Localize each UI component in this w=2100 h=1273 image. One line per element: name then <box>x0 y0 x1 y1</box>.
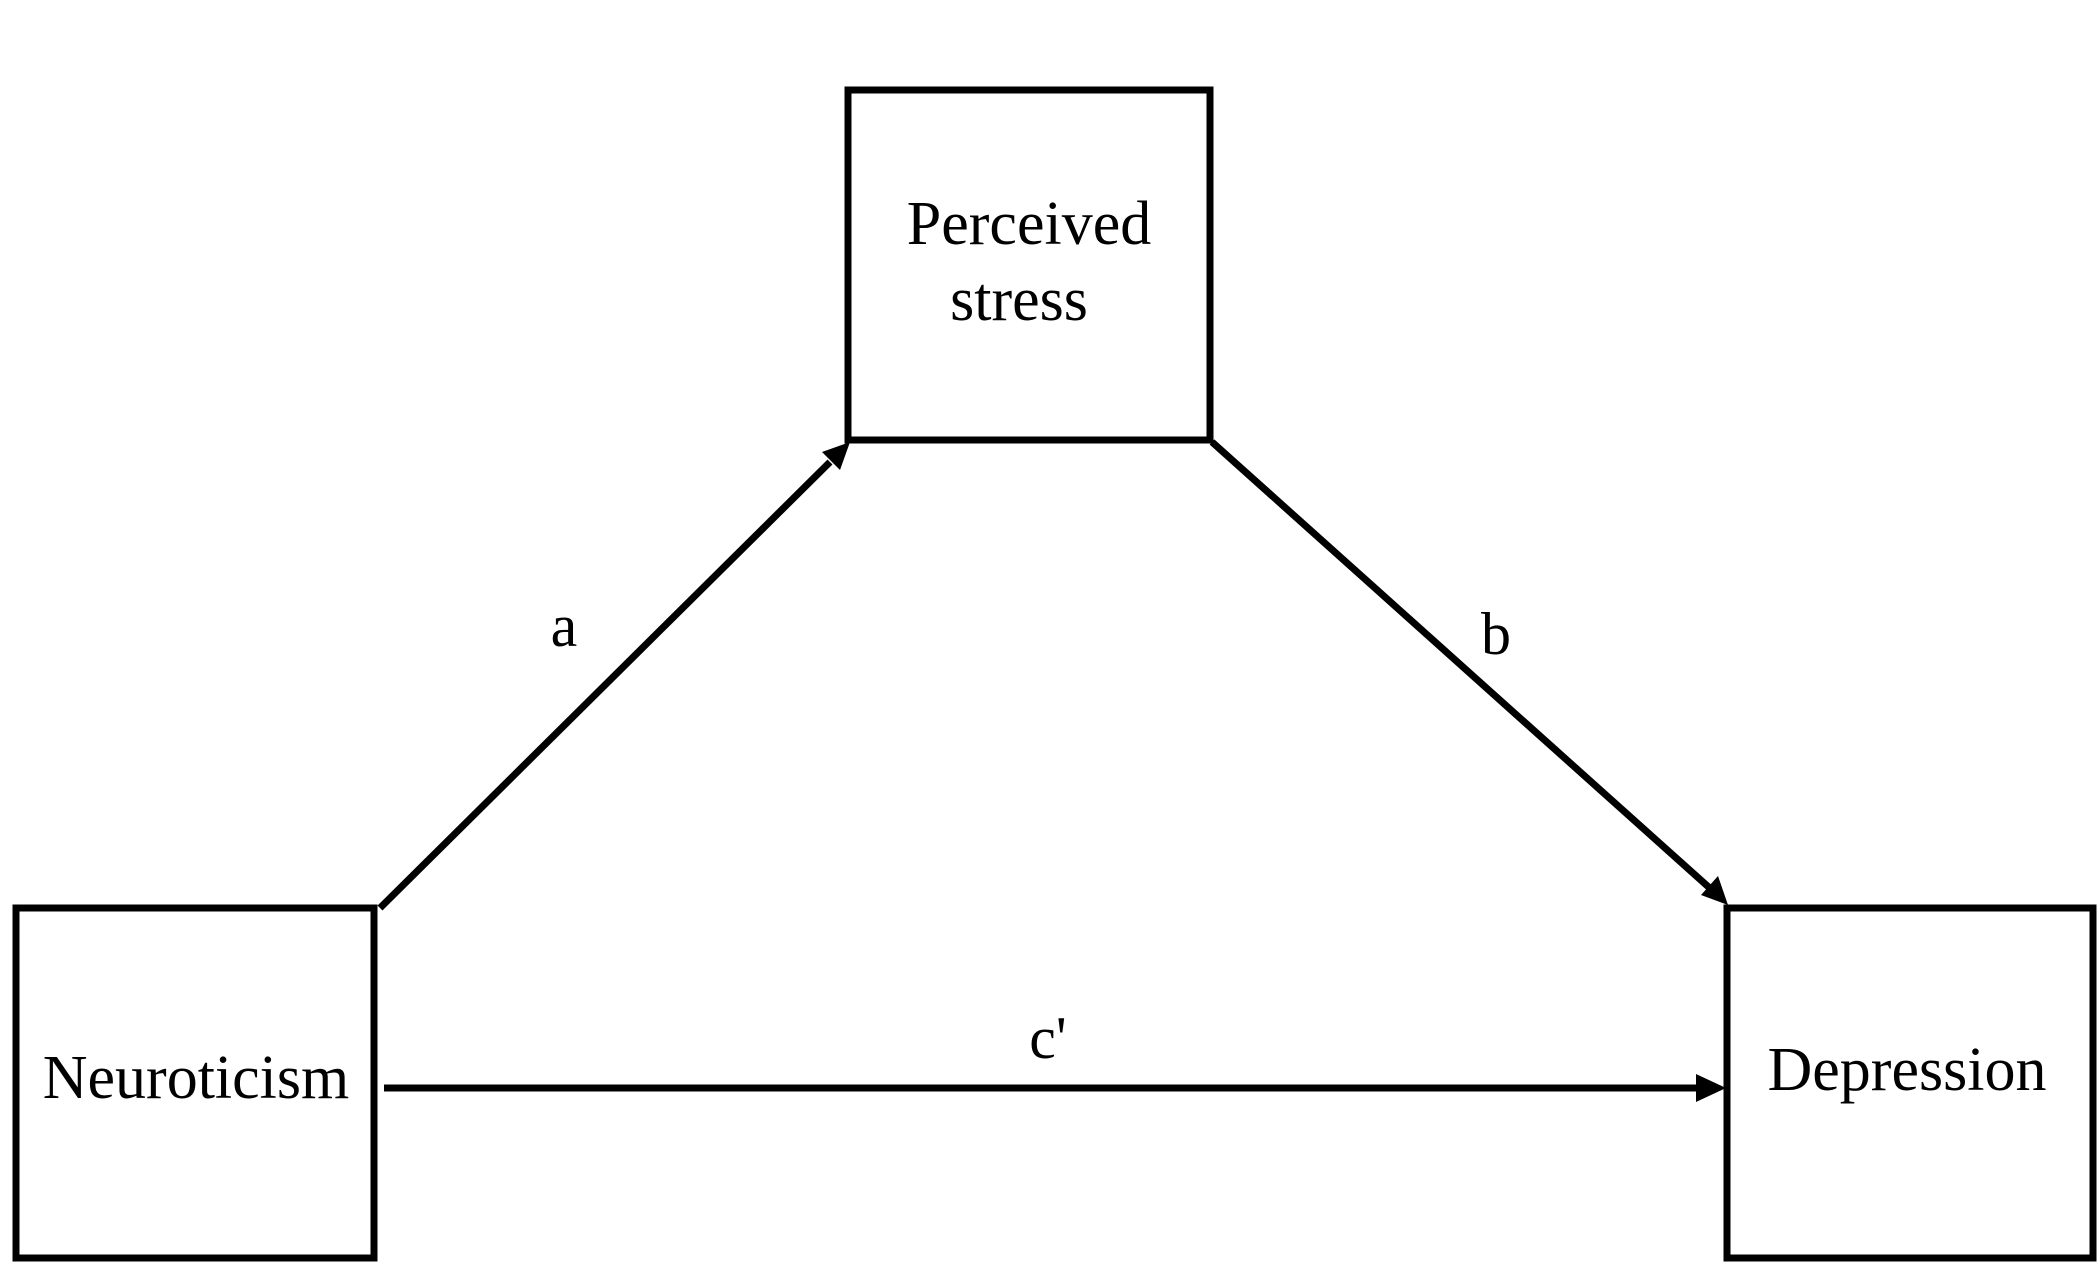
path-b-label: b <box>1481 601 1511 667</box>
path-a-arrowhead <box>822 442 850 470</box>
path-b: b <box>1209 439 1728 905</box>
outcome-box <box>1723 904 2097 1262</box>
path-c-prime-label: c' <box>1029 1005 1066 1071</box>
path-a-line <box>377 459 833 911</box>
path-c-prime: c' <box>384 1005 1726 1102</box>
path-a: a <box>377 442 850 911</box>
predictor-node: Neuroticism <box>12 904 378 1262</box>
path-c-prime-arrowhead <box>1696 1074 1726 1102</box>
mediator-node: Perceived stress <box>844 86 1214 444</box>
predictor-label: Neuroticism <box>43 1044 350 1112</box>
outcome-node: Depression <box>1723 904 2097 1262</box>
path-a-label: a <box>551 593 578 659</box>
mediator-label-line2: stress <box>950 266 1088 334</box>
path-b-arrowhead <box>1701 876 1728 905</box>
predictor-box <box>12 904 378 1262</box>
path-b-line <box>1209 439 1716 894</box>
outcome-label: Depression <box>1768 1036 2047 1104</box>
mediator-box <box>844 86 1214 444</box>
mediator-label-line1: Perceived <box>907 190 1151 258</box>
